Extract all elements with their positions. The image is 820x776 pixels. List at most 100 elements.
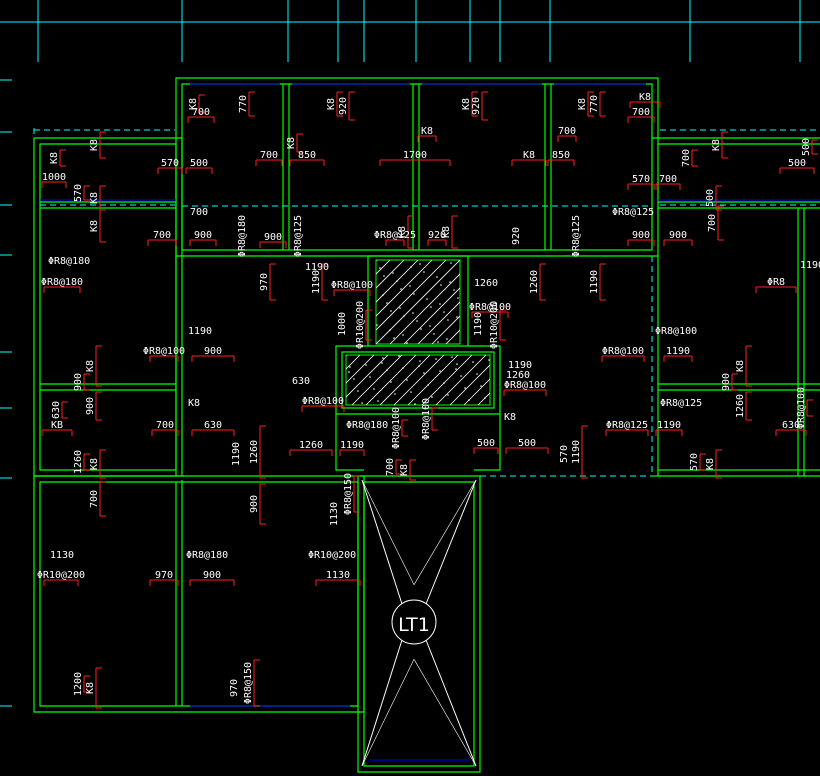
rebar-dimension-label: 1000: [337, 312, 348, 336]
rebar-dimension-label: 900: [194, 230, 212, 241]
hatch-line: [421, 355, 473, 405]
rebar-dimension-label: 1130: [329, 502, 340, 526]
rebar-dimension-label: 900: [203, 570, 221, 581]
rebar-dimension-label: 500: [788, 158, 806, 169]
rebar-dimension-label: 700: [558, 126, 576, 137]
rebar-dimension-label: K8: [523, 150, 535, 161]
stair-line: [425, 479, 477, 605]
rebar-spec-label: ΦR8@100: [602, 346, 644, 357]
hatch-line: [376, 260, 419, 303]
rebar-dimension-label: K8: [441, 226, 452, 238]
hatch-line: [502, 260, 586, 344]
hatch-line: [463, 378, 490, 405]
rebar-dimension-label: K8: [49, 152, 60, 164]
hatch-line: [351, 355, 403, 405]
rebar-dimension-label: 500: [705, 189, 716, 207]
hatch-pattern: [376, 260, 586, 344]
rebar-dimension-label: 500: [190, 158, 208, 169]
rebar-dimension-label: 900: [85, 397, 96, 415]
rebar-dimension-label: 900: [249, 495, 260, 513]
rebar-dimension-label: 1260: [299, 440, 323, 451]
rebar-spec-label: ΦR10@200: [355, 301, 366, 349]
hatch-dot: [418, 365, 420, 367]
rebar-dimension-label: 1190: [231, 442, 242, 466]
hatch-dot: [406, 379, 408, 381]
hatch-dot: [426, 298, 428, 300]
hatch-dot: [451, 356, 453, 358]
stair-line: [361, 659, 415, 767]
hatch-line: [393, 355, 445, 405]
hatch-dot: [429, 325, 431, 327]
rebar-dimension-label: K8: [461, 98, 472, 110]
hatch-line: [477, 392, 490, 405]
stair-line: [413, 659, 477, 767]
rebar-dimension-label: 1190: [508, 360, 532, 371]
rebar-spec-label: ΦR8@100: [655, 326, 697, 337]
rebar-dimension-label: K8: [89, 220, 100, 232]
hatch-dot: [403, 315, 405, 317]
rebar-dimension-label: K8: [286, 137, 297, 149]
hatch-line: [449, 364, 490, 405]
rebar-dimension-label: 700: [659, 174, 677, 185]
hatch-lower: [345, 354, 491, 406]
rebar-spec-label: ΦR8@100: [796, 387, 807, 429]
rebar-dimension-label: 700: [385, 458, 396, 476]
hatch-dot: [436, 276, 438, 278]
wall-outer: [357, 475, 481, 773]
hatch-dot: [369, 376, 371, 378]
rebar-dimension-label: 1130: [50, 550, 74, 561]
rebar-dimension-label: 900: [73, 373, 84, 391]
rebar-dimension-label: 700: [632, 107, 650, 118]
hatch-line: [417, 301, 460, 344]
rebar-dimension-label: 770: [238, 95, 249, 113]
rebar-spec-label: ΦR8@100: [331, 280, 373, 291]
hatch-dot: [396, 280, 398, 282]
rebar-spec-label: ΦR8@125: [606, 420, 648, 431]
hatch-dot: [402, 367, 404, 369]
hatch-dot: [353, 378, 355, 380]
hatch-dot: [386, 302, 388, 304]
rebar-dimension-label: 1200: [73, 672, 84, 696]
hatch-pattern: [346, 355, 490, 405]
stair-line: [361, 479, 403, 605]
wall-line: [341, 351, 495, 409]
hatch-dot: [455, 368, 457, 370]
rebar-dimension-label: 700: [153, 230, 171, 241]
rebar-spec-label: ΦR10@200: [308, 550, 356, 561]
rebar-dimension-label: K8: [639, 92, 651, 103]
hatch-dot: [440, 284, 442, 286]
hatch-line: [346, 355, 361, 370]
rebar-dimension-label: 1190: [305, 262, 329, 273]
hatch-dot: [412, 312, 414, 314]
rebar-dimension-label: K8: [705, 458, 716, 470]
hatch-dot: [460, 375, 462, 377]
hatch-dot: [349, 366, 351, 368]
hatch-dot: [484, 397, 486, 399]
hatch-dot: [416, 320, 418, 322]
rebar-spec-label: ΦR8@100: [143, 346, 185, 357]
rebar-dimension-label: 700: [707, 214, 718, 232]
hatch-dot: [414, 403, 416, 405]
hatch-line: [346, 355, 375, 384]
rebar-spec-label: ΦR8@180: [41, 277, 83, 288]
rebar-dimension-label: K8: [577, 98, 588, 110]
rebar-dimension-label: 1260: [73, 450, 84, 474]
hatch-dot: [381, 362, 383, 364]
hatch-dot: [346, 355, 347, 356]
rebar-spec-label: ΦR8@100: [391, 407, 402, 449]
hatch-dot: [410, 266, 412, 268]
hatch-dot: [450, 262, 452, 264]
rebar-dimension-label: 1190: [188, 326, 212, 337]
rebar-spec-label: ΦR8@150: [343, 473, 354, 515]
hatch-dot: [419, 263, 421, 265]
rebar-dimension-label: K8: [85, 682, 96, 694]
hatch-dot: [382, 294, 384, 296]
wall-inner: [39, 481, 359, 707]
hatch-line: [376, 260, 460, 344]
hatch-dot: [390, 310, 392, 312]
rebar-dimension-label: 500: [477, 438, 495, 449]
rebar-dimension-label: 700: [260, 150, 278, 161]
hatch-dot: [439, 370, 441, 372]
rebar-dimension-label: K8: [89, 458, 100, 470]
rebar-dimension-label: 1190: [340, 440, 364, 451]
